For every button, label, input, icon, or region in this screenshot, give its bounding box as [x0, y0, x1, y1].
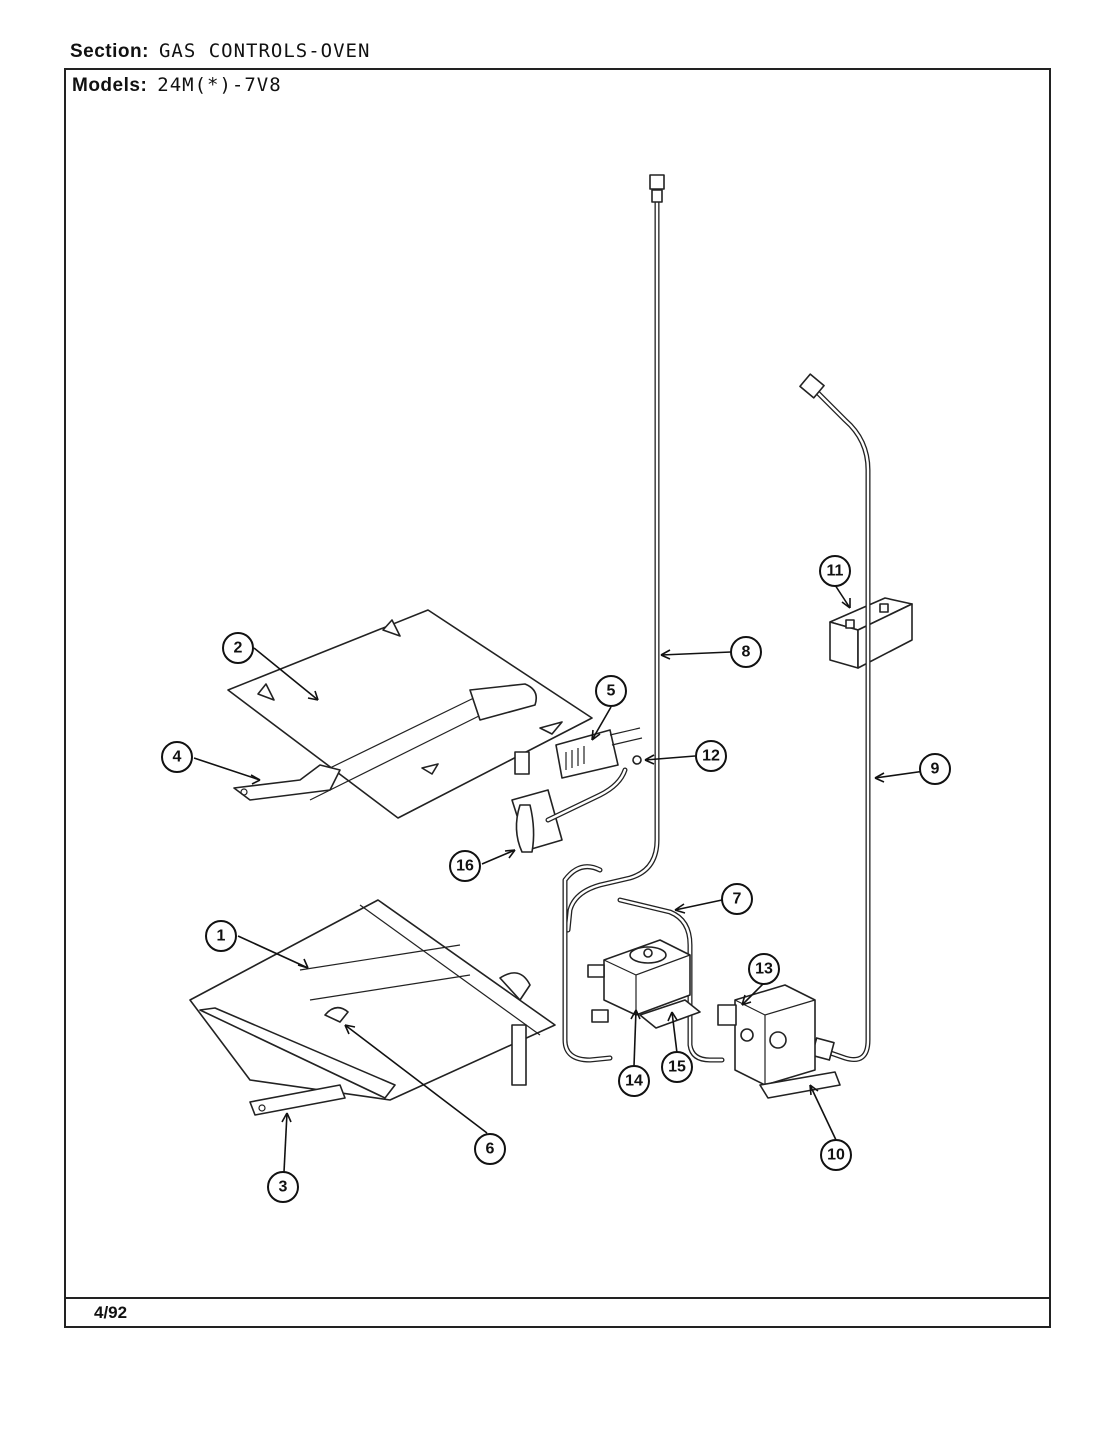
part-14-thermostat-valve [587, 939, 691, 1023]
section-title: GAS CONTROLS-OVEN [158, 40, 371, 62]
diagram-frame [64, 68, 1051, 1328]
callout-6-label: 6 [486, 1141, 495, 1158]
models-value: 24M(*)-7V8 [157, 74, 282, 96]
callout-9: 9 [919, 753, 951, 785]
callout-5-label: 5 [607, 683, 616, 700]
callout-3-label: 3 [279, 1179, 288, 1196]
callout-16-label: 16 [456, 858, 474, 875]
callout-10: 10 [820, 1139, 852, 1171]
part-6-clip [324, 1006, 349, 1023]
part-15-bracket [639, 999, 701, 1029]
callout-1: 1 [205, 920, 237, 952]
part-4-bracket [233, 764, 341, 801]
footer-divider [64, 1297, 1051, 1299]
callout-4-label: 4 [173, 749, 182, 766]
callout-15: 15 [661, 1051, 693, 1083]
callout-4: 4 [161, 741, 193, 773]
callout-10-label: 10 [827, 1147, 845, 1164]
callout-14-label: 14 [625, 1073, 643, 1090]
callout-9-label: 9 [931, 761, 940, 778]
callout-2: 2 [222, 632, 254, 664]
callout-12: 12 [695, 740, 727, 772]
callout-13: 13 [748, 953, 780, 985]
callout-5: 5 [595, 675, 627, 707]
callout-8: 8 [730, 636, 762, 668]
callout-15-label: 15 [668, 1059, 686, 1076]
callout-7-label: 7 [733, 891, 742, 908]
part-10-safety-valve [734, 984, 841, 1099]
callout-13-label: 13 [755, 961, 773, 978]
part-13-valve-connector [717, 1004, 737, 1026]
part-9-supply-tube [799, 373, 871, 1062]
models-label: Models: [72, 75, 148, 96]
section-label: Section: [70, 41, 149, 62]
models-heading: Models: 24M(*)-7V8 [72, 74, 282, 97]
callout-14: 14 [618, 1065, 650, 1097]
callout-8-label: 8 [742, 644, 751, 661]
part-16-pilot-assembly [511, 767, 628, 853]
callout-11: 11 [819, 555, 851, 587]
part-5-ignitor [555, 727, 643, 779]
part-2-burner-shield [227, 609, 593, 819]
revision-date: 4/92 [94, 1303, 128, 1322]
callout-7: 7 [721, 883, 753, 915]
callout-12-label: 12 [702, 748, 720, 765]
callout-1-label: 1 [217, 928, 226, 945]
callout-11-label: 11 [827, 563, 844, 580]
part-12-screw [632, 755, 642, 765]
callout-6: 6 [474, 1133, 506, 1165]
callout-3: 3 [267, 1171, 299, 1203]
part-3-bracket [249, 1084, 346, 1116]
part-8-capillary-tube [565, 174, 665, 933]
callout-2-label: 2 [234, 640, 243, 657]
part-1-burner-shield [189, 899, 556, 1101]
section-heading: Section: GAS CONTROLS-OVEN [70, 40, 370, 63]
part-11-relay [829, 597, 913, 669]
callout-16: 16 [449, 850, 481, 882]
